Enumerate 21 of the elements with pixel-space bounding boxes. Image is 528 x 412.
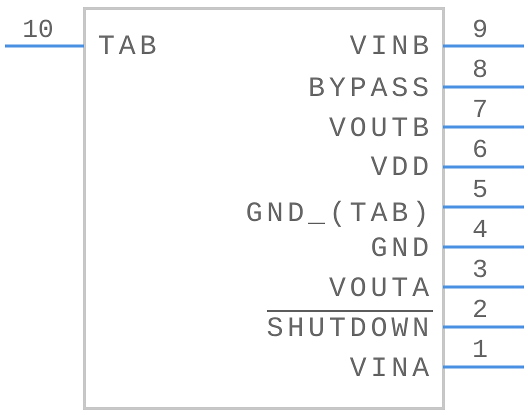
pin-number: 3: [472, 257, 488, 283]
pin-number: 9: [472, 17, 488, 43]
pin-number: 7: [472, 97, 488, 123]
pin-name: VINB: [350, 34, 433, 62]
pin-number: 2: [472, 297, 488, 323]
pin-name: VOUTA: [328, 276, 433, 304]
pin-number: 8: [472, 57, 488, 83]
pin-number: 6: [472, 137, 488, 163]
pin-number: 4: [472, 217, 488, 243]
ic-body: [83, 7, 445, 410]
pin-name: GND: [370, 236, 433, 264]
pin-number: 5: [472, 177, 488, 203]
pin-name: TAB: [98, 34, 160, 62]
pin-number: 1: [472, 337, 488, 363]
pin-name: VINA: [350, 356, 433, 384]
pin-name: VDD: [370, 155, 433, 183]
pin-name: SHUTDOWN: [266, 310, 433, 344]
pin-name: VOUTB: [328, 116, 433, 144]
pin-name: GND_(TAB): [246, 201, 433, 229]
pin-name: BYPASS: [308, 76, 433, 104]
pin-number: 10: [22, 17, 54, 43]
